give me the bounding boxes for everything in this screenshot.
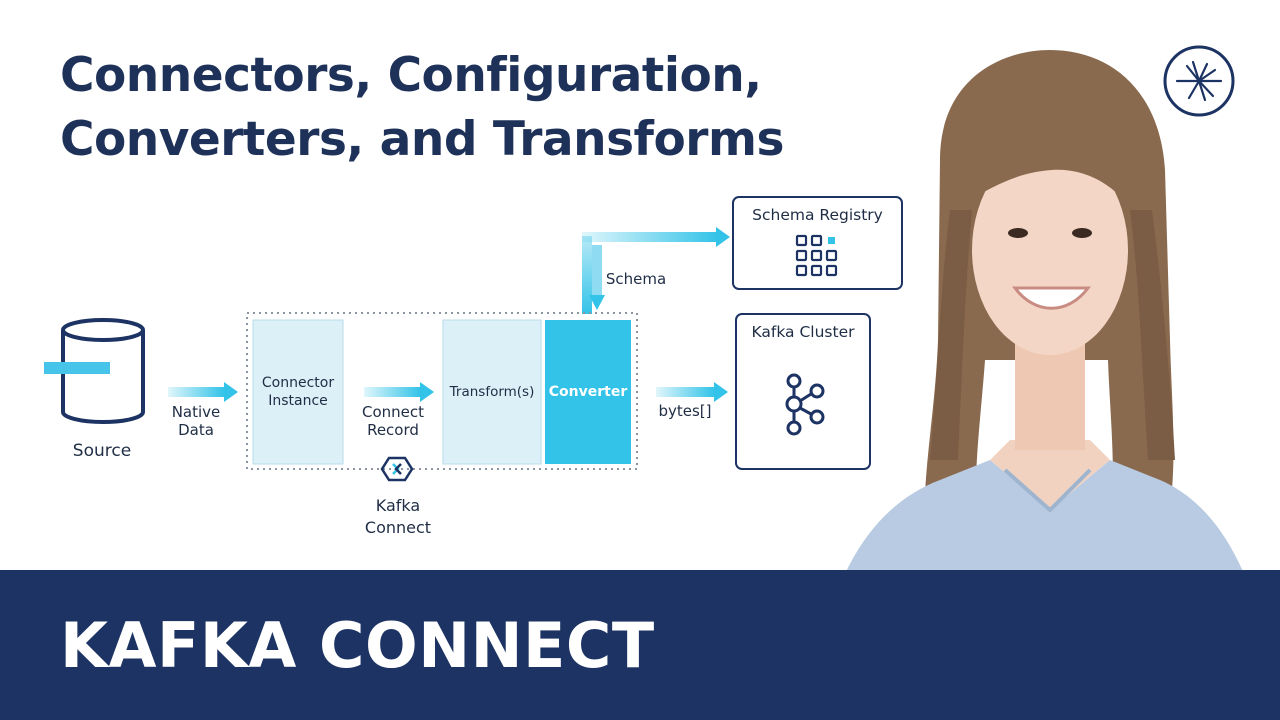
title-line-1: Connectors, Configuration, xyxy=(60,48,762,103)
native-data-line-1: Native xyxy=(171,403,221,421)
connector-instance-label: Connector Instance xyxy=(253,320,343,464)
connect-record-label: Connect Record xyxy=(352,403,434,439)
kafka-cluster-label: Kafka Cluster xyxy=(751,323,855,341)
schema-registry-box xyxy=(732,196,903,290)
title-line-2: Converters, and Transforms xyxy=(60,112,784,167)
kafka-logo-icon xyxy=(785,373,825,436)
arrow-native-data xyxy=(168,387,224,397)
connect-record-line-2: Record xyxy=(367,421,419,439)
arrow-schema xyxy=(582,227,730,314)
connector-instance-line-2: Instance xyxy=(268,393,328,409)
source-label: Source xyxy=(72,441,132,461)
kafka-connect-line-2: Connect xyxy=(364,518,432,537)
connect-record-line-1: Connect xyxy=(361,403,425,421)
connector-instance-box xyxy=(252,319,344,465)
arrow-bytes-head xyxy=(714,382,728,402)
schema-registry-label: Schema Registry xyxy=(752,206,883,224)
transforms-label: Transform(s) xyxy=(449,384,535,400)
connector-instance-line-1: Connector xyxy=(261,375,335,391)
arrow-bytes xyxy=(656,387,714,397)
database-icon xyxy=(61,318,145,424)
bytes-label: bytes[] xyxy=(658,402,712,420)
arrow-connect-record-head xyxy=(420,382,434,402)
converter-box xyxy=(545,320,631,464)
converter-label: Converter xyxy=(548,384,628,400)
native-data-label: Native Data xyxy=(160,403,232,439)
kafka-connect-boundary xyxy=(246,312,638,470)
grid-icon xyxy=(795,234,838,277)
kafka-connect-label: Kafka Connect xyxy=(350,495,446,539)
kafka-connect-line-1: Kafka xyxy=(375,496,421,515)
banner-title: KAFKA CONNECT xyxy=(60,609,655,682)
kafka-cluster-box xyxy=(735,313,871,470)
arrow-native-data-head xyxy=(224,382,238,402)
native-data-line-2: Data xyxy=(178,421,214,439)
grid-icon-accent xyxy=(828,237,835,244)
transforms-box xyxy=(442,319,542,465)
page-title: Connectors, Configuration, Converters, a… xyxy=(60,44,900,172)
arrow-connect-record xyxy=(364,387,420,397)
kafka-connect-icon xyxy=(380,456,414,482)
confluent-logo-icon xyxy=(1163,45,1235,117)
bottom-banner xyxy=(0,570,1280,720)
source-highlight-bar xyxy=(44,362,110,374)
schema-label: Schema xyxy=(605,270,667,288)
